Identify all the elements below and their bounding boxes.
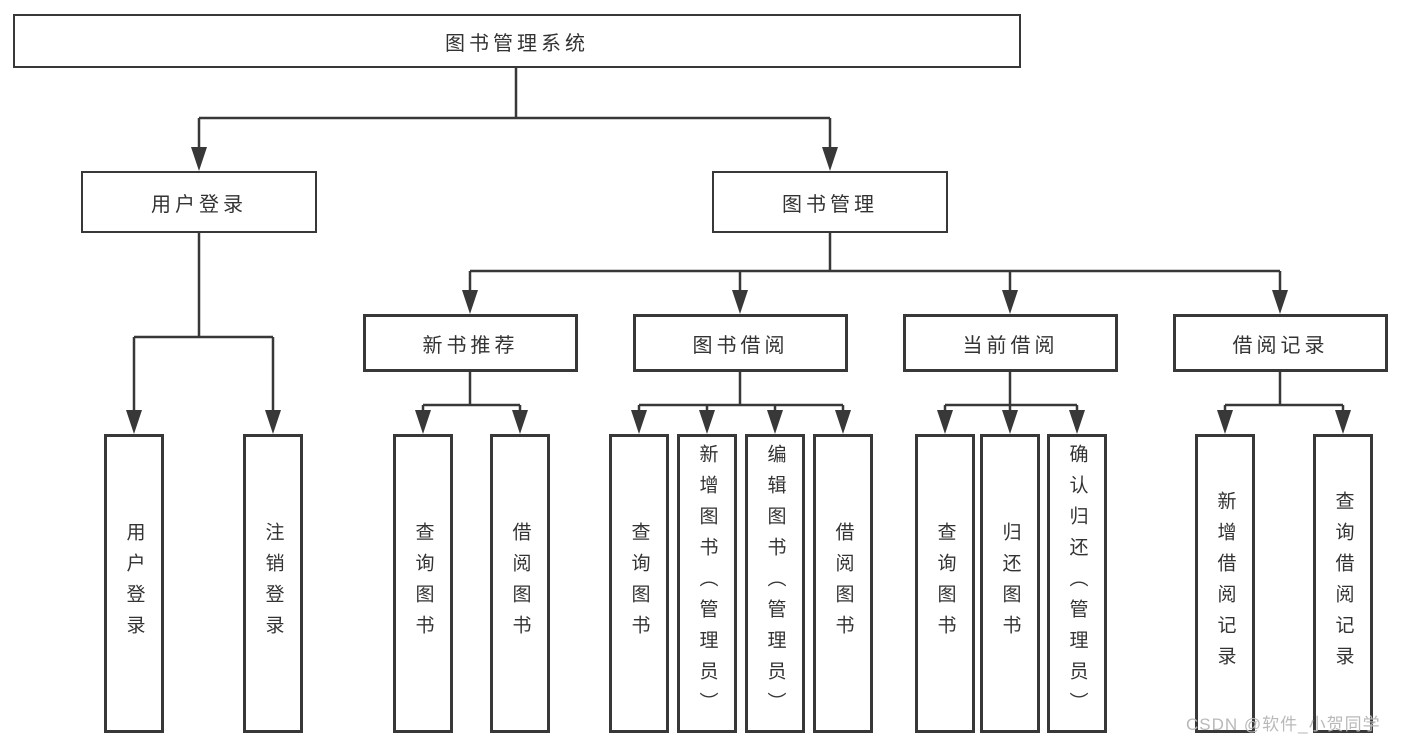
node-book-borrowing: 图书借阅	[633, 314, 848, 372]
node-label: 借阅记录	[1232, 334, 1329, 357]
arrow-icon	[1069, 410, 1085, 434]
arrowheads	[126, 147, 1351, 434]
node-label: 用户登录	[151, 193, 247, 216]
node-label: 编辑图书（管理员）	[764, 444, 786, 723]
node-label: 图书借阅	[692, 334, 789, 357]
arrow-icon	[512, 410, 528, 434]
arrow-icon	[462, 290, 478, 314]
leaf-add-borrow-record: 新增借阅记录	[1195, 434, 1255, 733]
node-label: 查询图书	[934, 521, 956, 646]
arrow-icon	[1272, 290, 1288, 314]
arrow-icon	[415, 410, 431, 434]
arrow-icon	[1335, 410, 1351, 434]
leaf-edit-books-admin: 编辑图书（管理员）	[745, 434, 805, 733]
arrow-icon	[937, 410, 953, 434]
arrow-icon	[265, 410, 281, 434]
node-book-management: 图书管理	[712, 171, 948, 233]
arrow-icon	[191, 147, 207, 171]
arrow-icon	[126, 410, 142, 434]
node-label: 确认归还（管理员）	[1066, 444, 1088, 723]
node-label: 归还图书	[999, 521, 1021, 646]
arrow-icon	[699, 410, 715, 434]
node-label: 查询图书	[628, 521, 650, 646]
node-label: 新增借阅记录	[1214, 490, 1236, 677]
node-label: 新增图书（管理员）	[696, 444, 718, 723]
node-new-book-recommend: 新书推荐	[363, 314, 578, 372]
node-label: 图书管理系统	[445, 32, 589, 55]
leaf-user-login: 用户登录	[104, 434, 164, 733]
leaf-query-books-current: 查询图书	[915, 434, 975, 733]
arrow-icon	[822, 147, 838, 171]
leaf-confirm-return-admin: 确认归还（管理员）	[1047, 434, 1107, 733]
watermark: CSDN @软件_小贺同学	[1186, 715, 1381, 734]
node-user-login: 用户登录	[81, 171, 317, 233]
node-borrow-records: 借阅记录	[1173, 314, 1388, 372]
leaf-add-books-admin: 新增图书（管理员）	[677, 434, 737, 733]
arrow-icon	[732, 290, 748, 314]
node-label: 新书推荐	[422, 334, 519, 357]
node-label: 借阅图书	[509, 521, 531, 646]
node-label: 用户登录	[123, 521, 145, 646]
arrow-icon	[767, 410, 783, 434]
leaf-query-books-recommend: 查询图书	[393, 434, 453, 733]
leaf-logout: 注销登录	[243, 434, 303, 733]
node-library-system: 图书管理系统	[13, 14, 1021, 68]
node-label: 借阅图书	[832, 521, 854, 646]
arrow-icon	[1002, 410, 1018, 434]
arrow-icon	[835, 410, 851, 434]
leaf-query-borrow-record: 查询借阅记录	[1313, 434, 1373, 733]
node-label: 注销登录	[262, 521, 284, 646]
arrow-icon	[1217, 410, 1233, 434]
leaf-borrow-books-recommend: 借阅图书	[490, 434, 550, 733]
node-label: 查询图书	[412, 521, 434, 646]
leaf-query-books-borrowing: 查询图书	[609, 434, 669, 733]
arrow-icon	[1002, 290, 1018, 314]
node-label: 查询借阅记录	[1332, 490, 1354, 677]
node-label: 图书管理	[782, 193, 878, 216]
node-current-borrowing: 当前借阅	[903, 314, 1118, 372]
leaf-return-books: 归还图书	[980, 434, 1040, 733]
leaf-borrow-books: 借阅图书	[813, 434, 873, 733]
arrow-icon	[631, 410, 647, 434]
node-label: 当前借阅	[962, 334, 1059, 357]
